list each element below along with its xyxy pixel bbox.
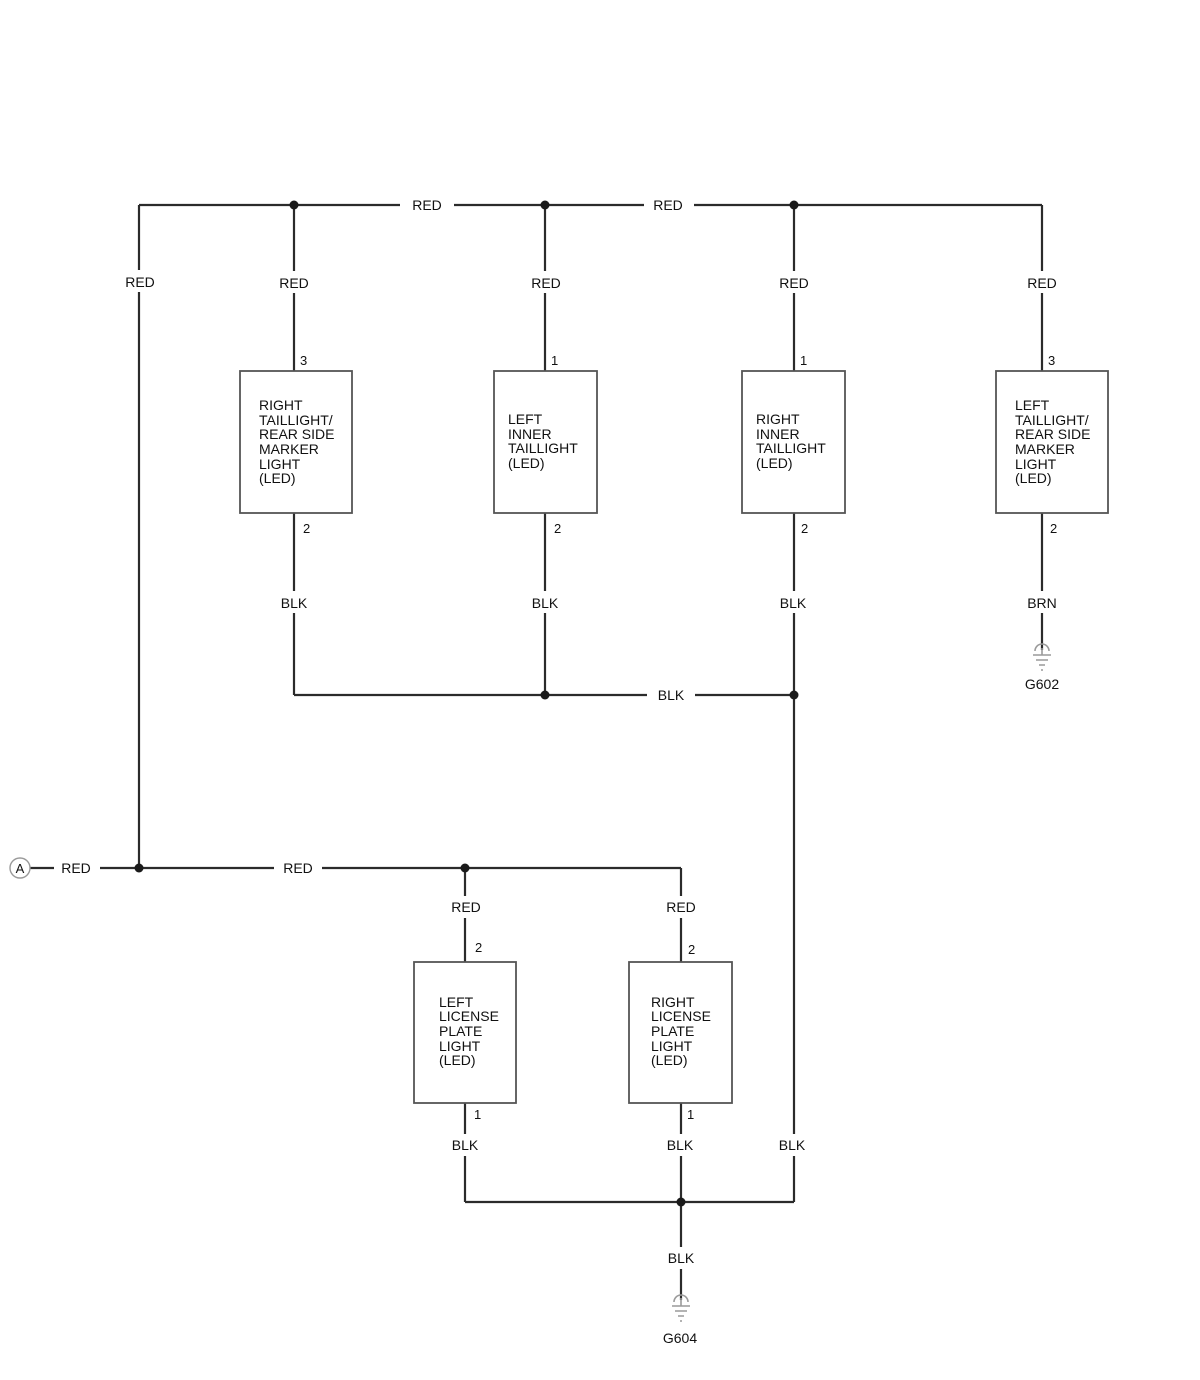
splice-dot (676, 1197, 686, 1207)
wire-label: BLK (667, 1137, 694, 1153)
wire-label: BLK (452, 1137, 479, 1153)
component-label: (LED) (756, 455, 793, 471)
component-label: (LED) (1015, 470, 1052, 486)
wire-label: RED (531, 275, 561, 291)
component-label: TAILLIGHT (756, 440, 826, 456)
component-label: LICENSE (439, 1008, 499, 1024)
components (239, 370, 1109, 1104)
pin-number: 1 (474, 1107, 481, 1122)
component-label: LEFT (508, 411, 543, 427)
wire-label: BLK (668, 1250, 695, 1266)
component-label: (LED) (259, 470, 296, 486)
wire-label: RED (412, 197, 442, 213)
component-label: REAR SIDE (1015, 426, 1090, 442)
left-taillight-box (995, 370, 1109, 514)
splices (134, 200, 799, 1207)
component-labels: RIGHT TAILLIGHT/ REAR SIDE MARKER LIGHT … (259, 397, 1090, 1068)
wires (30, 203, 1044, 1300)
component-label: TAILLIGHT (508, 440, 578, 456)
component-label: LIGHT (651, 1038, 693, 1054)
right-inner-taillight-box (741, 370, 846, 514)
component-label: MARKER (1015, 441, 1075, 457)
ground-label: G602 (1025, 676, 1059, 692)
wire-label: RED (279, 275, 309, 291)
wire-label: BLK (281, 595, 308, 611)
splice-dot (289, 200, 299, 210)
wire-label: RED (666, 899, 696, 915)
ground-icon (672, 1294, 690, 1322)
connector-a: A (9, 857, 31, 879)
component-label: LIGHT (1015, 456, 1057, 472)
pin-numbers: 3 1 1 3 2 2 2 2 2 2 1 1 (300, 353, 1057, 1122)
wire-label: RED (451, 899, 481, 915)
component-label: PLATE (651, 1023, 694, 1039)
component-label: MARKER (259, 441, 319, 457)
pin-number: 3 (300, 353, 307, 368)
pin-number: 1 (687, 1107, 694, 1122)
ground-icon (1033, 643, 1051, 671)
component-label: LICENSE (651, 1008, 711, 1024)
connector-a-circle (9, 857, 31, 879)
component-label: (LED) (508, 455, 545, 471)
pin-number: 1 (800, 353, 807, 368)
right-taillight-box (239, 370, 353, 514)
ground-g604: G604 (663, 1294, 697, 1346)
component-label: (LED) (651, 1052, 688, 1068)
wire-label: RED (779, 275, 809, 291)
component-label: INNER (756, 426, 800, 442)
component-label: REAR SIDE (259, 426, 334, 442)
component-label: RIGHT (756, 411, 800, 427)
wire-label: BLK (658, 687, 685, 703)
wire-label: RED (283, 860, 313, 876)
wire-label: RED (125, 274, 155, 290)
component-label: RIGHT (651, 994, 695, 1010)
component-label: LEFT (439, 994, 474, 1010)
left-inner-taillight-box (493, 370, 598, 514)
component-label: INNER (508, 426, 552, 442)
splice-dot (460, 863, 470, 873)
wire-label: RED (61, 860, 91, 876)
component-label: LIGHT (259, 456, 301, 472)
wire-label: BLK (780, 595, 807, 611)
component-label: RIGHT (259, 397, 303, 413)
pin-number: 2 (554, 521, 561, 536)
wire-label: RED (653, 197, 683, 213)
component-label: TAILLIGHT/ (259, 412, 333, 428)
pin-number: 3 (1048, 353, 1055, 368)
wire-labels: RED RED RED RED RED RED RED BLK BLK BLK … (54, 196, 1062, 1269)
wire-label: BLK (532, 595, 559, 611)
wire-label: BLK (779, 1137, 806, 1153)
pin-number: 2 (1050, 521, 1057, 536)
left-license-plate-light-box (413, 961, 517, 1104)
wire-label: BRN (1027, 595, 1057, 611)
pin-number: 2 (475, 940, 482, 955)
splice-dot (134, 863, 144, 873)
right-license-plate-light-box (628, 961, 733, 1104)
ground-g602: G602 (1025, 643, 1059, 692)
ground-label: G604 (663, 1330, 697, 1346)
pin-number: 2 (688, 942, 695, 957)
component-label: PLATE (439, 1023, 482, 1039)
splice-dot (540, 200, 550, 210)
connector-a-letter: A (16, 861, 25, 876)
pin-number: 1 (551, 353, 558, 368)
pin-number: 2 (303, 521, 310, 536)
component-label: (LED) (439, 1052, 476, 1068)
component-label: LIGHT (439, 1038, 481, 1054)
splice-dot (789, 200, 799, 210)
splice-dot (540, 690, 550, 700)
splice-dot (789, 690, 799, 700)
wire-label: RED (1027, 275, 1057, 291)
component-label: TAILLIGHT/ (1015, 412, 1089, 428)
pin-number: 2 (801, 521, 808, 536)
component-label: LEFT (1015, 397, 1050, 413)
